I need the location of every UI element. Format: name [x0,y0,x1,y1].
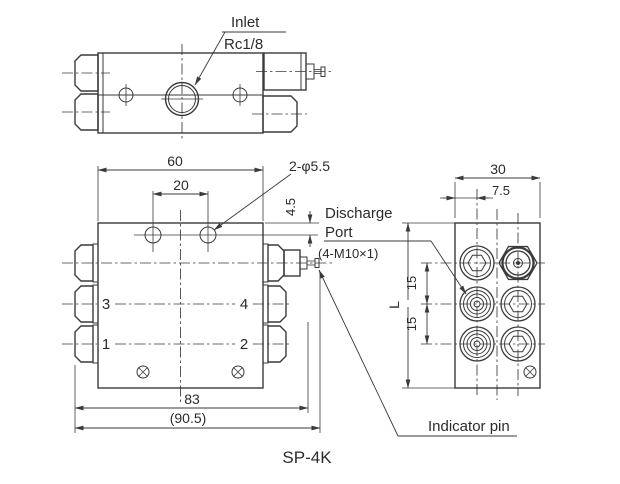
inlet-callout: Inlet Rc1/8 [194,14,286,86]
dim-60-label: 60 [167,153,183,169]
discharge-thread-label: (4-M10×1) [318,246,378,261]
dim-15a-label: 15 [404,276,419,290]
front-view-body [97,222,264,389]
top-view-left-plug-lower [74,93,99,131]
dim-4-5-label: 4.5 [283,198,298,216]
discharge-label-1: Discharge [325,205,393,222]
discharge-port-callout: Discharge Port (4-M10×1) [318,205,467,295]
top-view-body [97,52,264,134]
pin-cap [314,258,320,268]
side-view-dimensions: 30 7.5 L 15 15 [386,161,541,389]
dim-83-label: 83 [184,391,200,407]
inlet-label: Inlet [231,14,260,31]
port-number-2: 2 [240,336,248,353]
holes-leader-line [213,173,292,231]
top-view [62,44,332,141]
top-view-left-plug-upper [74,54,99,92]
dim-L-label: L [386,301,402,309]
discharge-label-2: Port [325,224,353,241]
dim-7-5-label: 7.5 [492,183,510,198]
dim-20-label: 20 [173,177,189,193]
indicator-pin-leader-line [318,269,399,437]
dim-90-5-label: (90.5) [170,410,207,426]
discharge-leader-line [430,240,467,295]
holes-callout-label: 2-φ5.5 [289,158,330,174]
dim-15b-label: 15 [404,317,419,331]
indicator-pin-label: Indicator pin [428,418,510,435]
port-number-4: 4 [240,296,248,313]
indicator-pin-assembly [262,243,320,283]
drawing-title: SP-4K [282,448,332,467]
front-screw-left [136,365,150,379]
side-view [421,189,545,400]
side-screw [523,365,537,379]
front-view: 3 4 1 2 [62,191,334,402]
indicator-pin-callout: Indicator pin [318,269,517,437]
front-view-dimensions: 60 20 2-φ5.5 4.5 83 (90.5) [74,153,330,433]
top-view-right-plug [262,95,298,133]
port-number-3: 3 [102,296,110,313]
port-number-1: 1 [102,336,110,353]
front-screw-right [231,365,245,379]
inlet-thread-label: Rc1/8 [224,36,263,53]
dim-30-label: 30 [490,161,506,177]
inlet-leader-line [194,31,226,86]
side-view-body [454,222,541,389]
